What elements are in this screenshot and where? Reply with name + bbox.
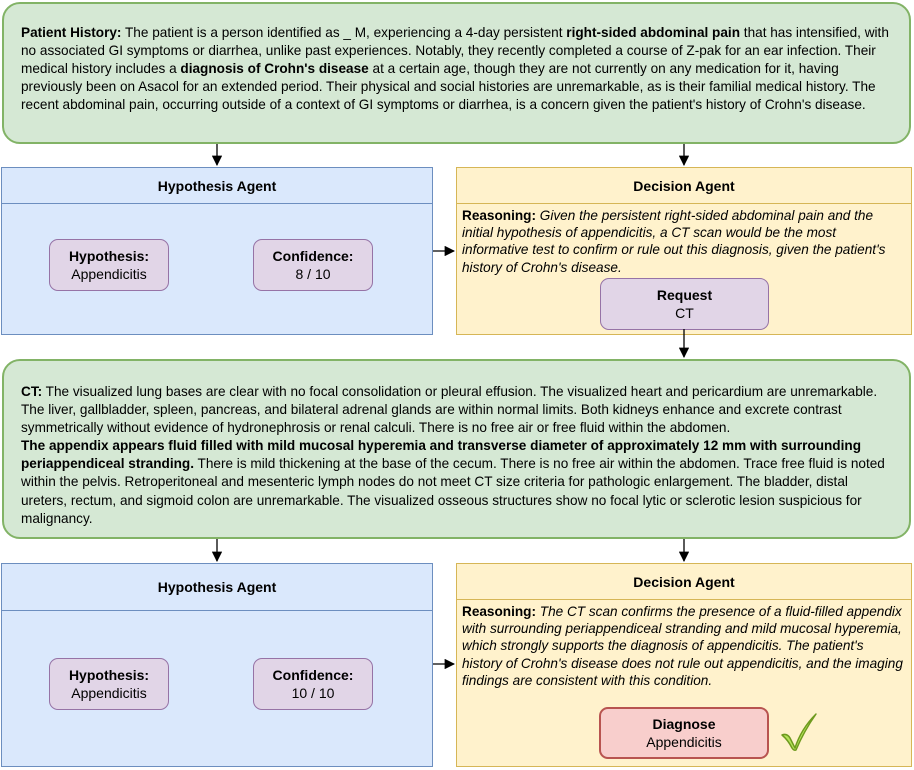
ct-label: CT: <box>21 384 43 399</box>
ct-highlight: The appendix appears fluid filled with m… <box>21 438 861 472</box>
decision-reasoning: Reasoning: Given the persistent right-si… <box>462 207 903 276</box>
decision-agent-round1: Decision Agent Reasoning: Given the pers… <box>456 167 912 335</box>
diagnose-action-pill: Diagnose Appendicitis <box>599 707 769 759</box>
patient-history-text: that has intensified, with no associated… <box>21 25 889 77</box>
hypothesis-value: Appendicitis <box>71 685 147 701</box>
confidence-pill: Confidence: 8 / 10 <box>253 239 373 291</box>
confidence-pill: Confidence: 10 / 10 <box>253 658 373 710</box>
patient-history-label: Patient History: <box>21 25 122 40</box>
reasoning-text: Given the persistent right-sided abdomin… <box>462 208 886 275</box>
ct-text: The visualized lung bases are clear with… <box>21 384 878 436</box>
action-label: Diagnose <box>652 716 716 732</box>
hypothesis-agent-round1: Hypothesis Agent Hypothesis: Appendiciti… <box>1 167 433 335</box>
reasoning-label: Reasoning: <box>462 604 537 619</box>
patient-history-text: at a certain age, though they are not cu… <box>21 61 876 113</box>
patient-history-highlight: diagnosis of Crohn's disease <box>180 61 369 77</box>
confidence-label: Confidence: <box>272 248 354 264</box>
reasoning-label: Reasoning: <box>462 208 537 223</box>
action-value: CT <box>675 305 694 321</box>
hypothesis-agent-title: Hypothesis Agent <box>2 168 432 204</box>
decision-reasoning: Reasoning: The CT scan confirms the pres… <box>462 603 903 689</box>
confidence-label: Confidence: <box>272 667 354 683</box>
ct-report-note: CT: The visualized lung bases are clear … <box>2 359 911 539</box>
decision-agent-round2: Decision Agent Reasoning: The CT scan co… <box>456 563 912 767</box>
decision-agent-title: Decision Agent <box>457 564 911 600</box>
ct-text: There is mild thickening at the base of … <box>21 456 885 526</box>
hypothesis-agent-title: Hypothesis Agent <box>2 564 432 611</box>
action-label: Request <box>656 287 713 303</box>
reasoning-text: The CT scan confirms the presence of a f… <box>462 604 903 688</box>
hypothesis-label: Hypothesis: <box>68 667 150 683</box>
patient-history-note: Patient History: The patient is a person… <box>2 2 911 144</box>
confidence-value: 10 / 10 <box>291 685 335 701</box>
confidence-value: 8 / 10 <box>295 266 331 282</box>
hypothesis-value: Appendicitis <box>71 266 147 282</box>
patient-history-text: The patient is a person identified as _ … <box>121 25 567 40</box>
checkmark-icon <box>781 713 817 751</box>
patient-history-highlight: right-sided abdominal pain <box>566 25 741 40</box>
hypothesis-pill: Hypothesis: Appendicitis <box>49 658 169 710</box>
action-value: Appendicitis <box>646 734 722 750</box>
hypothesis-label: Hypothesis: <box>68 248 150 264</box>
hypothesis-pill: Hypothesis: Appendicitis <box>49 239 169 291</box>
decision-agent-title: Decision Agent <box>457 168 911 204</box>
hypothesis-agent-round2: Hypothesis Agent Hypothesis: Appendiciti… <box>1 563 433 767</box>
